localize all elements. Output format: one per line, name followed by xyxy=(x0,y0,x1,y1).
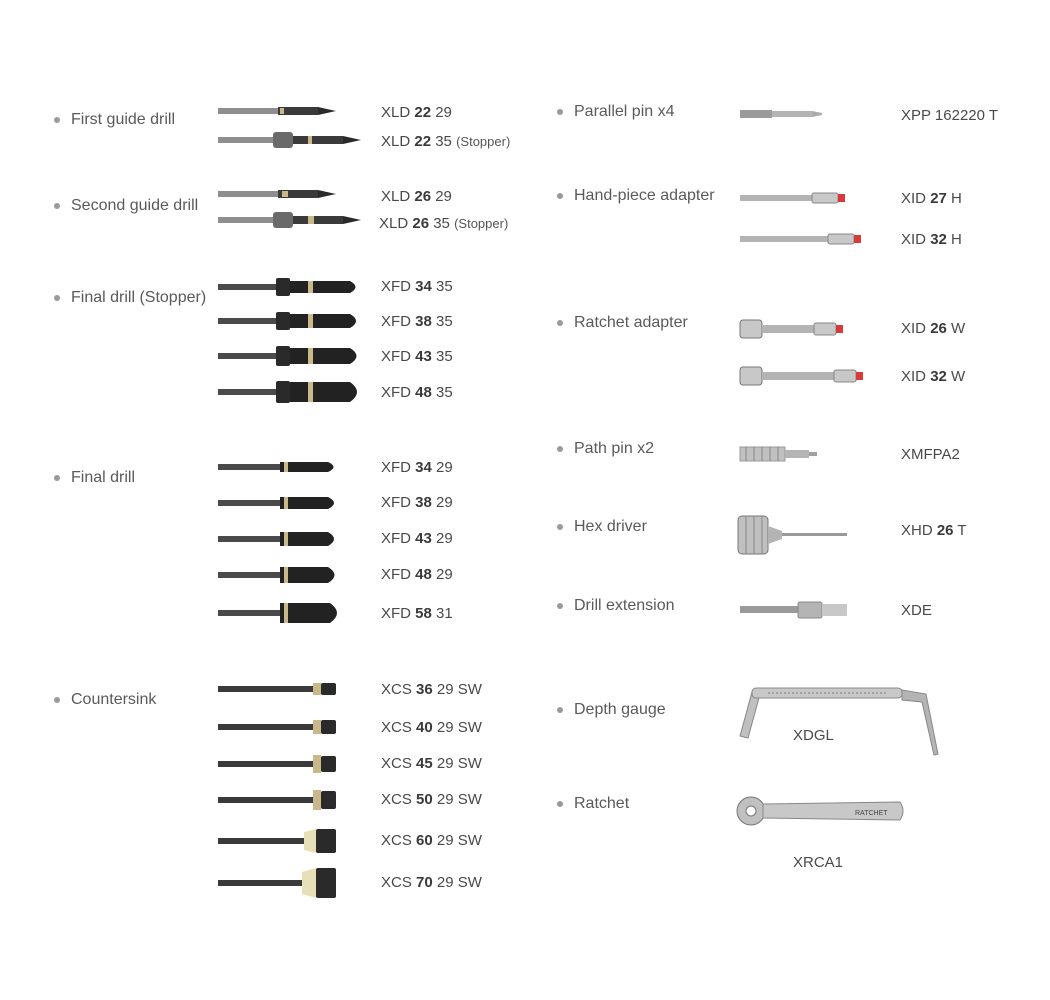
category-ratchet: Ratchet xyxy=(557,795,629,813)
bullet-icon xyxy=(54,475,60,481)
category-label: Second guide drill xyxy=(71,197,199,214)
countersink-icon xyxy=(218,681,338,697)
category-hex-driver: Hex driver xyxy=(557,518,647,536)
product-code: XCS 40 29 SW xyxy=(381,719,482,736)
product-code: XID 27 H xyxy=(901,190,962,207)
guide-drill-stopper-icon xyxy=(218,211,363,229)
category-label: Final drill xyxy=(71,469,136,486)
product-code: XLD 26 29 xyxy=(381,188,452,205)
category-label: First guide drill xyxy=(71,111,176,128)
product-code: XID 26 W xyxy=(901,320,966,337)
guide-drill-icon xyxy=(218,187,338,201)
countersink-icon xyxy=(218,754,338,774)
path-pin-icon xyxy=(739,445,820,463)
countersink-icon xyxy=(218,789,338,811)
category-label: Final drill (Stopper) xyxy=(71,289,207,306)
final-drill-stopper-icon xyxy=(218,380,363,404)
product-code: XCS 60 29 SW xyxy=(381,832,482,849)
hand-piece-adapter-icon xyxy=(740,191,855,205)
category-label: Hand-piece adapter xyxy=(574,187,715,204)
category-second-guide-drill: Second guide drill xyxy=(54,197,198,215)
category-label: Drill extension xyxy=(574,597,675,614)
product-code: XID 32 H xyxy=(901,231,962,248)
product-code: XFD 38 35 xyxy=(381,313,453,330)
countersink-icon xyxy=(218,868,338,898)
bullet-icon xyxy=(557,801,563,807)
bullet-icon xyxy=(54,295,60,301)
drill-extension-icon xyxy=(740,599,850,621)
category-final-drill-stopper: Final drill (Stopper) xyxy=(54,289,206,307)
category-parallel-pin: Parallel pin x4 xyxy=(557,103,675,121)
bullet-icon xyxy=(557,603,563,609)
bullet-icon xyxy=(54,117,60,123)
product-code: XRCA1 xyxy=(793,854,844,871)
bullet-icon xyxy=(557,446,563,452)
bullet-icon xyxy=(557,109,563,115)
product-code: XFD 38 29 xyxy=(381,494,453,511)
product-code: XFD 34 29 xyxy=(381,459,453,476)
category-label: Ratchet xyxy=(574,795,630,812)
final-drill-icon xyxy=(218,460,343,474)
final-drill-stopper-icon xyxy=(218,311,363,331)
product-code: XLD 22 35 (Stopper) xyxy=(381,133,511,150)
bullet-icon xyxy=(54,203,60,209)
final-drill-stopper-icon xyxy=(218,277,363,297)
final-drill-icon xyxy=(218,602,346,624)
product-code: XCS 70 29 SW xyxy=(381,874,482,891)
ratchet-adapter-icon xyxy=(739,318,850,340)
category-label: Depth gauge xyxy=(574,701,666,718)
category-label: Path pin x2 xyxy=(574,440,655,457)
countersink-icon xyxy=(218,828,338,854)
product-code: XDE xyxy=(901,602,932,619)
final-drill-icon xyxy=(218,566,343,584)
product-code: XFD 43 35 xyxy=(381,348,453,365)
hex-driver-icon xyxy=(737,514,850,556)
product-code: XFD 58 31 xyxy=(381,605,453,622)
category-countersink: Countersink xyxy=(54,691,156,709)
parallel-pin-icon xyxy=(740,107,825,121)
final-drill-stopper-icon xyxy=(218,345,363,367)
ratchet-adapter-icon xyxy=(739,365,870,387)
product-code: XFD 48 29 xyxy=(381,566,453,583)
product-code: XMFPA2 xyxy=(901,446,960,463)
final-drill-icon xyxy=(218,530,343,548)
category-depth-gauge: Depth gauge xyxy=(557,701,666,719)
guide-drill-icon xyxy=(218,104,338,118)
product-code: XCS 50 29 SW xyxy=(381,791,482,808)
category-first-guide-drill: First guide drill xyxy=(54,111,175,129)
bullet-icon xyxy=(557,320,563,326)
hand-piece-adapter-icon xyxy=(740,232,870,246)
product-code: XFD 48 35 xyxy=(381,384,453,401)
ratchet-icon: RATCHET xyxy=(735,796,907,830)
product-code: XPP 162220 T xyxy=(901,107,999,124)
bullet-icon xyxy=(557,524,563,530)
category-label: Countersink xyxy=(71,691,157,708)
depth-gauge-icon xyxy=(738,684,948,759)
product-code: XCS 45 29 SW xyxy=(381,755,482,772)
category-label: Hex driver xyxy=(574,518,647,535)
final-drill-icon xyxy=(218,495,343,511)
product-code: XFD 34 35 xyxy=(381,278,453,295)
guide-drill-stopper-icon xyxy=(218,131,363,149)
product-code: XID 32 W xyxy=(901,368,966,385)
category-label: Ratchet adapter xyxy=(574,314,688,331)
category-label: Parallel pin x4 xyxy=(574,103,675,120)
bullet-icon xyxy=(557,193,563,199)
product-code: XDGL xyxy=(793,727,834,744)
category-drill-extension: Drill extension xyxy=(557,597,674,615)
product-code: XLD 22 29 xyxy=(381,104,452,121)
product-code: XHD 26 T xyxy=(901,522,967,539)
product-code: XCS 36 29 SW xyxy=(381,681,482,698)
bullet-icon xyxy=(557,707,563,713)
bullet-icon xyxy=(54,697,60,703)
category-ratchet-adapter: Ratchet adapter xyxy=(557,314,688,332)
category-path-pin: Path pin x2 xyxy=(557,440,654,458)
product-code: XFD 43 29 xyxy=(381,530,453,547)
category-final-drill: Final drill xyxy=(54,469,135,487)
svg-text:RATCHET: RATCHET xyxy=(855,810,888,817)
product-code: XLD 26 35 (Stopper) xyxy=(379,215,509,232)
category-hand-piece-adapter: Hand-piece adapter xyxy=(557,187,715,205)
countersink-icon xyxy=(218,718,338,736)
